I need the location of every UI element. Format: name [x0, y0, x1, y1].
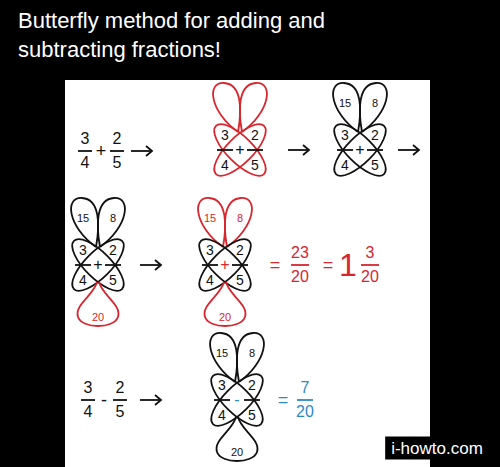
antenna-number: 8	[249, 348, 255, 359]
watermark: i-howto.com	[385, 437, 489, 460]
denominator: 4	[84, 404, 93, 420]
denominator: 4	[218, 408, 226, 422]
arrow	[131, 146, 152, 156]
antenna-number: 15	[339, 98, 351, 109]
numerator: 3	[84, 380, 93, 396]
numerator: 2	[236, 243, 244, 257]
numerator: 2	[116, 380, 125, 396]
denominator: 4	[79, 273, 87, 287]
numerator: 3	[221, 128, 229, 142]
numerator: 2	[109, 243, 117, 257]
denominator: 5	[116, 404, 125, 420]
numerator: 3	[81, 131, 90, 147]
butterfly	[192, 198, 258, 326]
common-denominator: 20	[92, 312, 104, 323]
common-denominator: 20	[231, 447, 243, 458]
numerator: 3	[206, 243, 214, 257]
antenna-number: 15	[77, 213, 89, 224]
numerator: 3	[341, 128, 349, 142]
numerator: 3	[218, 378, 226, 392]
equals-sign: =	[323, 256, 334, 274]
butterfly	[207, 83, 273, 183]
arrow	[288, 145, 309, 155]
denominator: 5	[109, 273, 117, 287]
denominator: 4	[81, 155, 90, 171]
antenna-number: 8	[110, 213, 116, 224]
equals-sign: =	[270, 256, 281, 274]
denominator: 4	[341, 158, 349, 172]
operator: +	[96, 142, 107, 160]
operator: +	[220, 257, 229, 273]
numerator: 3	[366, 245, 375, 261]
butterfly	[65, 198, 131, 326]
denominator: 5	[371, 158, 379, 172]
antenna-number: 15	[204, 213, 216, 224]
numerator: 2	[113, 131, 122, 147]
antenna-number: 15	[216, 348, 228, 359]
arrow	[140, 260, 161, 270]
denominator: 4	[221, 158, 229, 172]
operator: -	[101, 391, 107, 409]
fraction-bars	[297, 399, 313, 401]
numerator: 23	[291, 245, 309, 261]
operator: +	[93, 257, 102, 273]
numerator: 3	[79, 243, 87, 257]
equals-sign: =	[278, 391, 289, 409]
butterfly	[204, 333, 270, 461]
antenna-number: 8	[372, 98, 378, 109]
antenna-number: 8	[237, 213, 243, 224]
operator: +	[355, 142, 364, 158]
numerator: 7	[301, 380, 310, 396]
operator: -	[234, 392, 239, 408]
denominator: 4	[206, 273, 214, 287]
denominator: 20	[361, 269, 379, 285]
numerator: 2	[251, 128, 259, 142]
operator: +	[235, 142, 244, 158]
denominator: 5	[113, 155, 122, 171]
fraction-bars	[291, 264, 379, 266]
arrow	[398, 145, 419, 155]
denominator: 5	[236, 273, 244, 287]
whole-number: 1	[339, 249, 357, 281]
numerator: 2	[248, 378, 256, 392]
title: Butterfly method for adding and subtract…	[18, 6, 418, 64]
white-panel	[65, 80, 430, 467]
common-denominator: 20	[219, 312, 231, 323]
arrow	[140, 395, 161, 405]
numerator: 2	[371, 128, 379, 142]
denominator: 20	[296, 404, 314, 420]
denominator: 5	[251, 158, 259, 172]
butterfly	[327, 83, 393, 183]
denominator: 20	[291, 269, 309, 285]
denominator: 5	[248, 408, 256, 422]
